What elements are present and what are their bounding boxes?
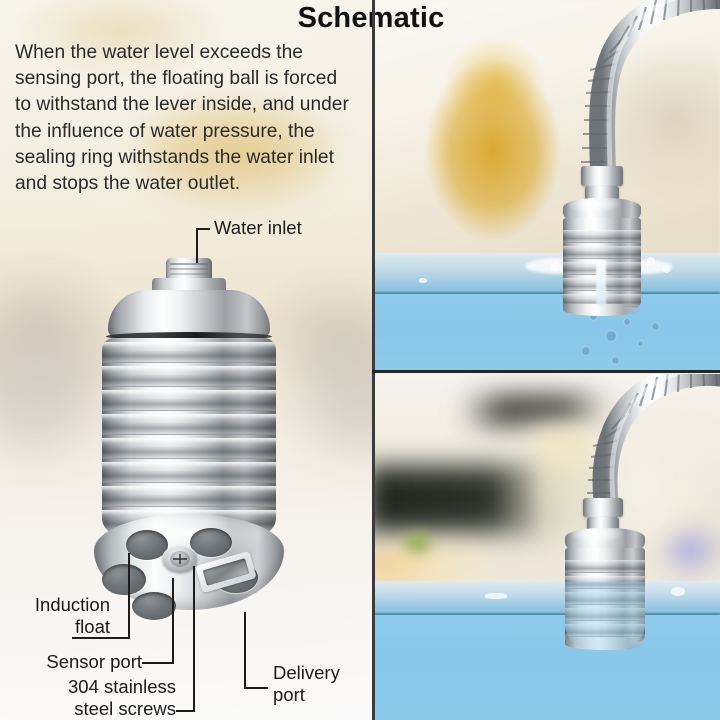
background-plate-blur: [375, 544, 505, 588]
left-panel: When the water level exceeds the sensing…: [0, 0, 372, 720]
water-line-edge: [375, 292, 720, 295]
leader-line-screws-elbow: [176, 710, 194, 712]
submerged-bubble: [589, 312, 598, 321]
submerged-bubble: [637, 340, 644, 347]
background-garnish-blur: [405, 534, 431, 552]
device-bottom: [565, 638, 645, 650]
splash-bubble: [551, 262, 560, 271]
body-rib: [563, 230, 641, 243]
sealing-ring: [106, 332, 272, 341]
product-device-illustration: [80, 258, 296, 620]
leader-line-sensor-port: [172, 578, 174, 663]
splash-bubble: [419, 278, 427, 283]
surface-ripple: [485, 593, 507, 599]
hose-coupler-nut: [583, 498, 623, 517]
label-induction-float-line2: float: [75, 616, 110, 637]
bottom-right-panel: [375, 374, 720, 720]
leader-line-sensor-port-elbow: [142, 662, 174, 664]
body-rib: [102, 366, 276, 387]
sensor-port-boss: [162, 545, 198, 573]
top-right-panel: [375, 0, 720, 370]
splash-bubble: [663, 266, 670, 273]
background-glass-blur: [535, 429, 591, 544]
device-bottom: [563, 304, 641, 316]
induction-float-hole: [190, 528, 232, 557]
label-screws-line2: steel screws: [74, 698, 176, 719]
gooseneck-hose: [587, 374, 720, 515]
water-stream-flow: [596, 260, 606, 306]
water-line-edge: [375, 613, 720, 616]
submerged-bubble: [611, 356, 620, 365]
body-rib: [102, 414, 276, 435]
leader-line-water-inlet-elbow: [196, 228, 210, 230]
induction-float-hole: [102, 564, 146, 595]
background-blur-blob: [300, 320, 372, 450]
label-water-inlet: Water inlet: [214, 217, 302, 238]
body-rib: [102, 438, 276, 459]
submerged-bubble: [581, 346, 591, 356]
page-title: Schematic: [297, 2, 445, 34]
label-delivery-port-line2: port: [273, 684, 305, 705]
body-rib: [102, 486, 276, 507]
gooseneck-hose: [581, 0, 720, 183]
device-ribbed-body: [102, 338, 276, 534]
leader-line-screws: [193, 566, 195, 712]
leader-line-delivery-port: [244, 612, 246, 688]
label-sensor-port: Sensor port: [46, 651, 142, 672]
device-body: [565, 548, 645, 642]
water-body-top: [375, 294, 720, 370]
background-blue-object-blur: [665, 529, 720, 579]
submerged-overlay: [565, 582, 645, 652]
induction-float-hole: [126, 530, 168, 560]
water-surface-bottom: [375, 581, 720, 615]
body-rib: [565, 592, 645, 605]
device-top-dome: [565, 528, 645, 550]
surface-bubble: [671, 587, 685, 596]
stainless-steel-screw: [170, 551, 190, 567]
label-screws-line1: 304 stainless: [68, 676, 176, 697]
submerged-bubble: [651, 322, 660, 331]
body-rib: [565, 560, 645, 573]
device-shoulder: [108, 290, 270, 338]
water-body-bottom: [375, 615, 720, 720]
body-rib: [563, 246, 641, 259]
leader-line-induction-float: [128, 553, 130, 638]
submerged-bubble: [605, 330, 617, 342]
induction-float-hole: [132, 592, 176, 620]
hose-coupler-nut: [581, 166, 623, 186]
submerged-bubble: [623, 318, 631, 326]
splash-bubble: [647, 257, 655, 265]
leader-line-delivery-port-elbow: [244, 687, 268, 689]
device-top-dome: [563, 198, 641, 220]
body-rib: [102, 462, 276, 483]
delivery-port-opening: [202, 558, 250, 586]
label-induction-float-line1: Induction: [34, 594, 110, 615]
body-rib: [565, 608, 645, 621]
description-text: When the water level exceeds the sensing…: [15, 42, 349, 195]
label-delivery-port-line1: Delivery: [273, 662, 340, 683]
body-rib: [102, 342, 276, 363]
body-rib: [565, 576, 645, 589]
device-bottom-right: [565, 528, 645, 652]
panel-divider-horizontal: [372, 370, 720, 373]
body-rib: [565, 624, 645, 637]
leader-line-water-inlet: [196, 228, 198, 263]
panel-divider-vertical: [372, 0, 375, 720]
leader-line-induction-float-elbow: [72, 637, 130, 639]
body-rib: [102, 390, 276, 411]
